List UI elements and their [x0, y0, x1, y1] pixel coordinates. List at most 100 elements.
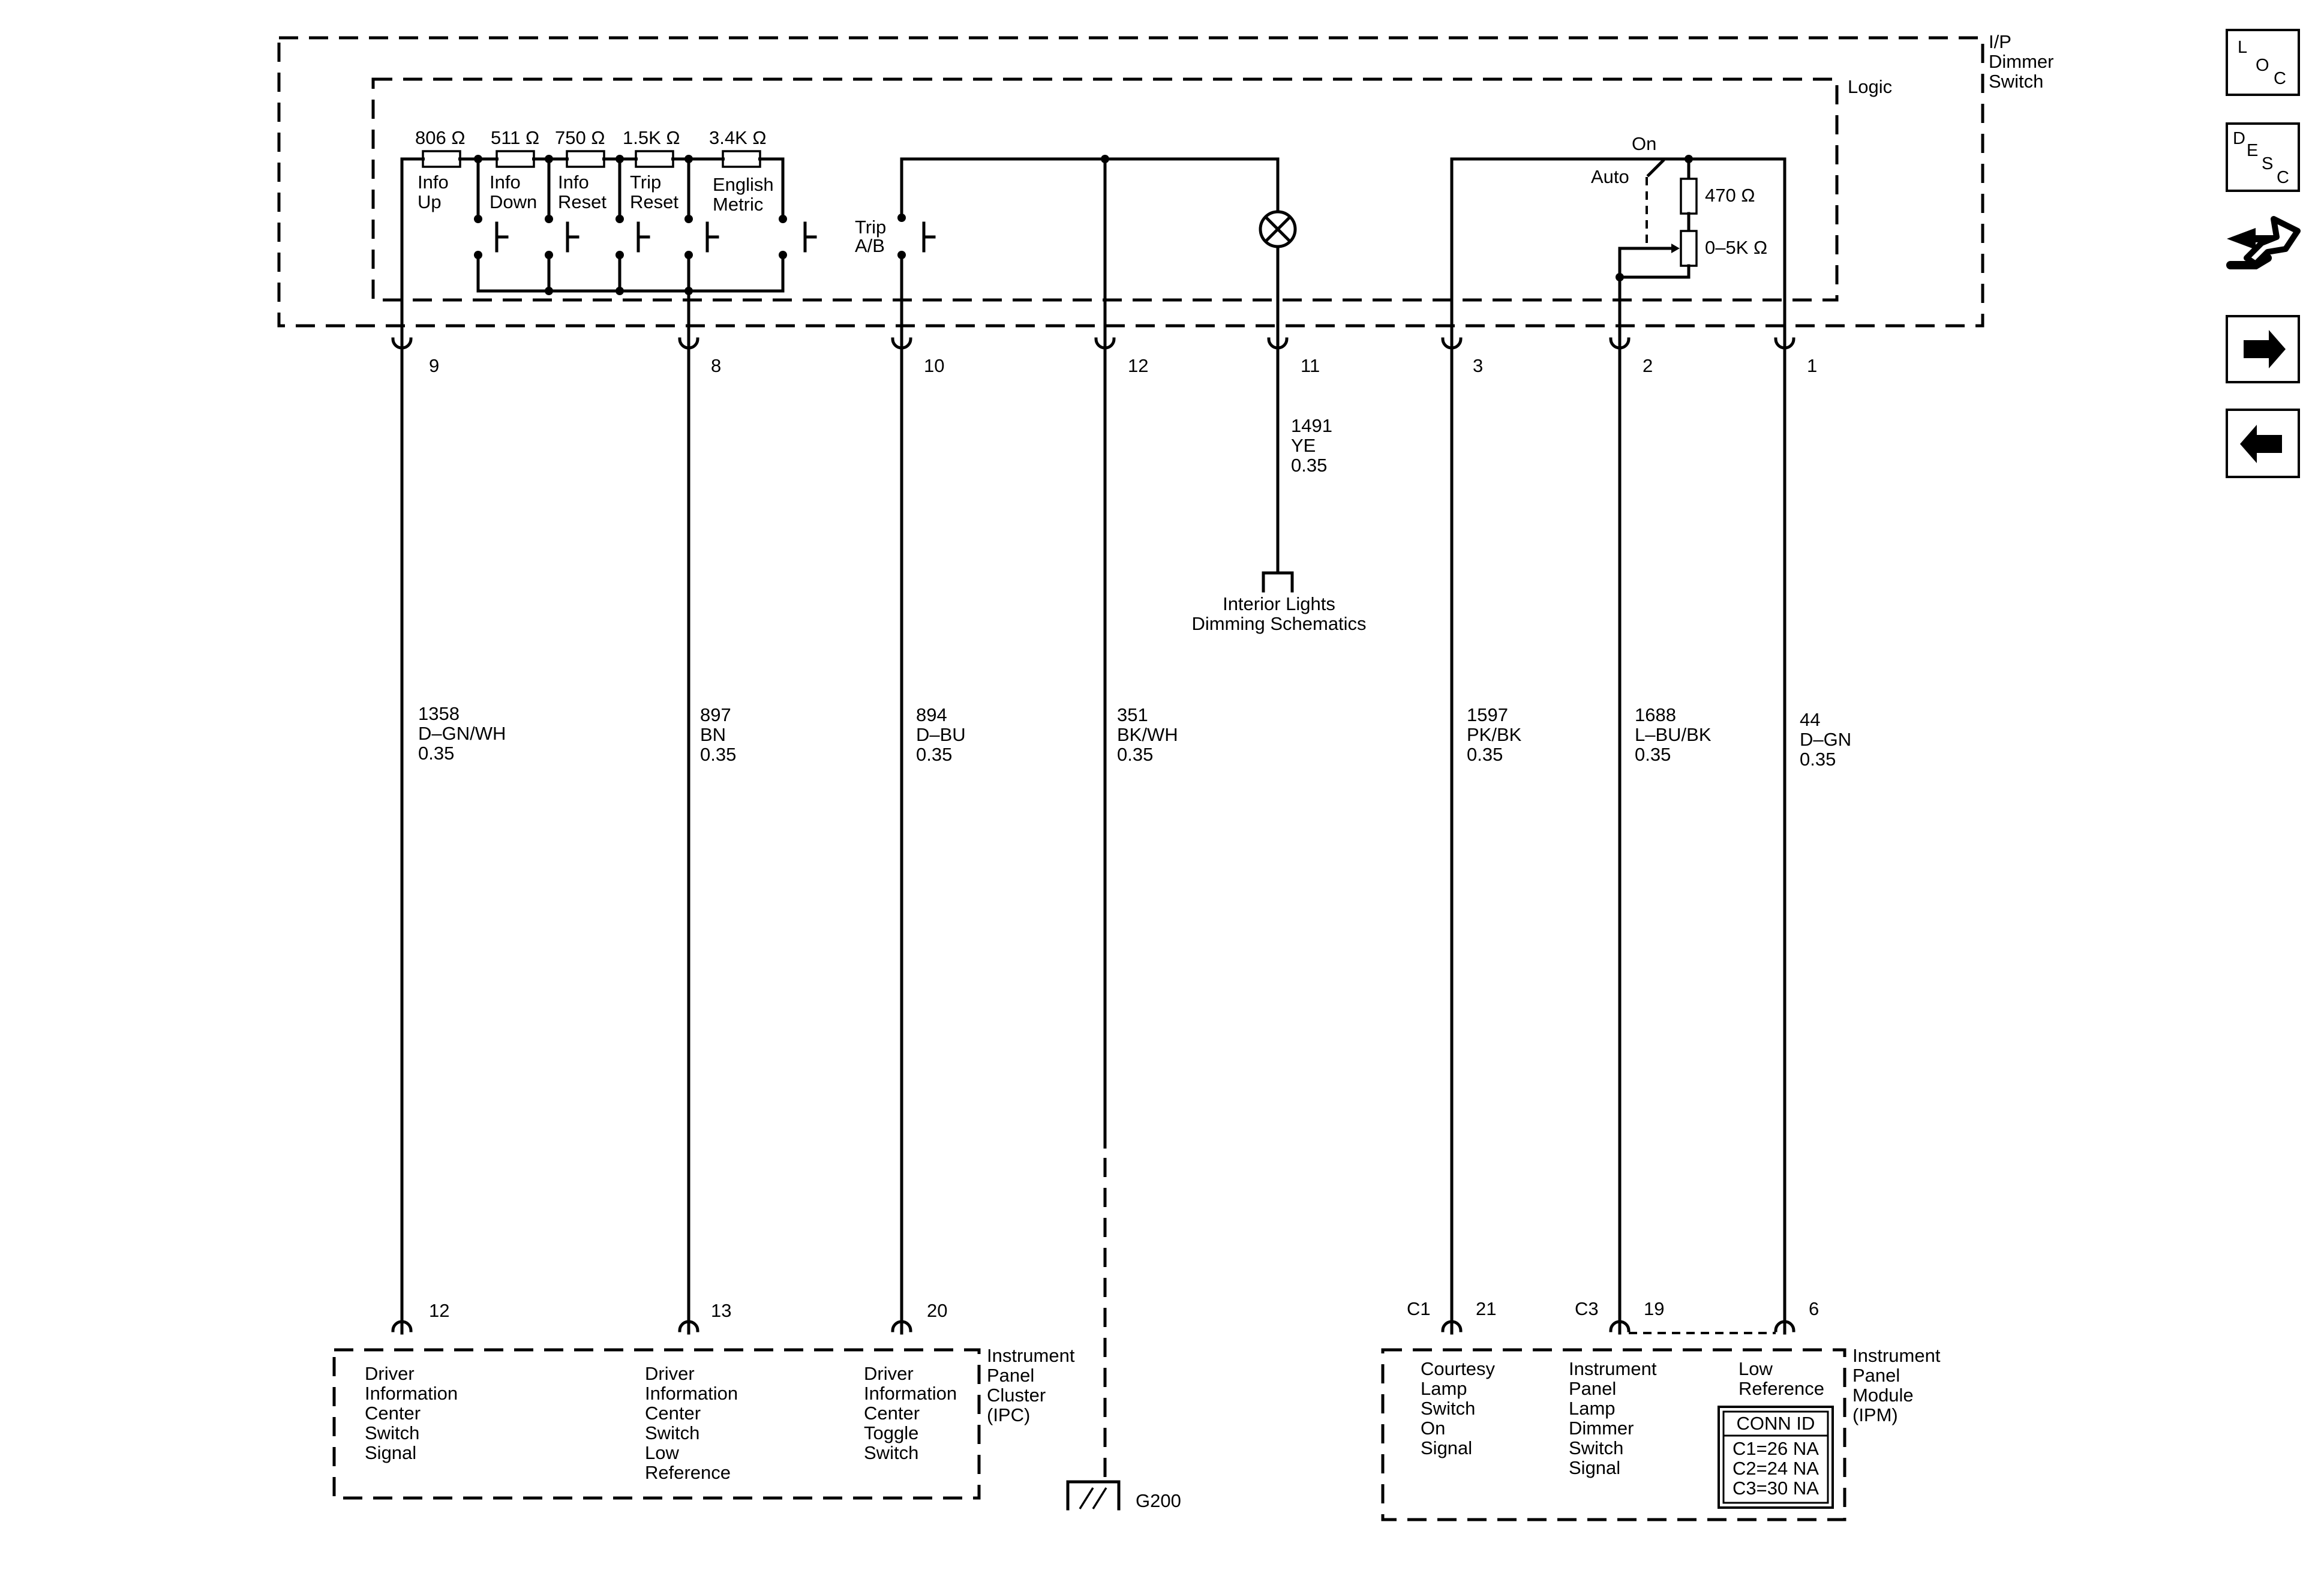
lamp-icon	[1259, 210, 1297, 248]
svg-text:E: E	[2247, 141, 2258, 160]
svg-text:Driver: Driver	[365, 1363, 415, 1384]
wire-color: L–BU/BK	[1635, 724, 1712, 745]
wire-gauge: 0.35	[1635, 744, 1671, 765]
push-switch	[779, 215, 817, 259]
interior-lights-label: Interior Lights	[1223, 593, 1335, 614]
svg-text:O: O	[2256, 56, 2269, 75]
pin-number: 10	[924, 355, 944, 376]
svg-text:Instrument: Instrument	[1569, 1358, 1657, 1379]
pin-number: 12	[1128, 355, 1148, 376]
svg-text:Information: Information	[365, 1383, 458, 1404]
resistor-value: 750 Ω	[555, 127, 605, 148]
svg-text:L: L	[2238, 38, 2247, 57]
resistor-value: 1.5K Ω	[623, 127, 680, 148]
connector-id: C1	[1407, 1298, 1431, 1319]
ipc-name: (IPC)	[987, 1404, 1030, 1425]
wire-circuit: 1491	[1291, 415, 1332, 436]
dimmer-switch-label-2: Dimmer	[1989, 51, 2054, 72]
switch-label: Trip	[630, 172, 661, 193]
logic-label: Logic	[1848, 76, 1892, 97]
arrow-right-icon[interactable]	[2226, 315, 2300, 383]
wire-color: D–GN	[1800, 729, 1851, 750]
wire-circuit: 351	[1117, 704, 1148, 725]
pin-number: 21	[1476, 1298, 1496, 1319]
conn-id-row: C2=24 NA	[1733, 1458, 1819, 1479]
on-label: On	[1632, 133, 1656, 154]
push-switch	[684, 215, 719, 259]
pin-number: 6	[1809, 1298, 1819, 1319]
resistor-value: 511 Ω	[491, 127, 539, 148]
svg-text:Reference: Reference	[1739, 1378, 1824, 1399]
svg-text:Lamp: Lamp	[1569, 1398, 1616, 1419]
dimmer-switch-outline	[277, 36, 1984, 328]
switch-label: Metric	[713, 194, 763, 215]
loc-icon[interactable]: L O C	[2226, 29, 2300, 96]
pin-number: 2	[1643, 355, 1653, 376]
wire-color: BK/WH	[1117, 724, 1178, 745]
push-switch	[545, 215, 580, 259]
svg-text:Switch: Switch	[1421, 1398, 1475, 1419]
svg-text:On: On	[1421, 1418, 1445, 1439]
svg-text:D: D	[2233, 129, 2245, 148]
resistor-511	[496, 150, 535, 168]
resistor-1-5k	[635, 150, 674, 168]
wire-circuit: 894	[916, 704, 947, 725]
ipc-signal-text: Driver Information Center Switch Signal	[365, 1363, 458, 1463]
pin-number: 11	[1301, 355, 1320, 376]
wire-color: D–BU	[916, 724, 966, 745]
switch-label: English	[713, 174, 774, 195]
resistor-806	[422, 150, 461, 168]
svg-text:Center: Center	[365, 1403, 421, 1424]
connector-id: C3	[1575, 1298, 1599, 1319]
wire-color: BN	[700, 724, 726, 745]
pin-number: 1	[1807, 355, 1817, 376]
ipm-signal-text: Courtesy Lamp Switch On Signal	[1421, 1358, 1496, 1458]
dimmer-switch-label-3: Switch	[1989, 71, 2043, 92]
svg-text:Signal: Signal	[365, 1442, 416, 1463]
wire-gauge: 0.35	[1291, 455, 1327, 476]
wire-gauge: 0.35	[916, 744, 952, 765]
svg-text:Switch: Switch	[365, 1422, 419, 1443]
dimmer-switch-label-1: I/P	[1989, 31, 2011, 52]
ipm-name: Module	[1852, 1385, 1914, 1406]
svg-text:Center: Center	[645, 1403, 701, 1424]
svg-text:Information: Information	[864, 1383, 957, 1404]
ipm-name: (IPM)	[1852, 1404, 1898, 1425]
svg-text:Signal: Signal	[1421, 1437, 1472, 1458]
pin-number: 13	[711, 1300, 731, 1321]
ground-label: G200	[1136, 1490, 1181, 1511]
svg-text:Switch: Switch	[864, 1442, 918, 1463]
svg-text:Courtesy: Courtesy	[1421, 1358, 1496, 1379]
desc-icon[interactable]: D E S C	[2226, 122, 2300, 192]
switch-label: Info	[490, 172, 521, 193]
interior-lights-label: Dimming Schematics	[1191, 613, 1366, 634]
ipc-signal-text: Driver Information Center Toggle Switch	[864, 1363, 957, 1463]
conn-id-title: CONN ID	[1737, 1413, 1815, 1434]
svg-text:Low: Low	[1739, 1358, 1773, 1379]
svg-text:S: S	[2262, 154, 2273, 173]
svg-text:Low: Low	[645, 1442, 679, 1463]
ipm-name: Instrument	[1852, 1345, 1941, 1366]
svg-text:Switch: Switch	[645, 1422, 699, 1443]
pin-number: 19	[1644, 1298, 1664, 1319]
resistor-470-label: 470 Ω	[1705, 185, 1755, 206]
ipc-signal-text: Driver Information Center Switch Low Ref…	[645, 1363, 738, 1483]
ipm-signal-text: Instrument Panel Lamp Dimmer Switch Sign…	[1569, 1358, 1657, 1478]
wire-gauge: 0.35	[1800, 749, 1836, 770]
switch-label: Reset	[558, 191, 606, 212]
push-switch	[474, 215, 509, 259]
wire-color: YE	[1291, 435, 1316, 456]
switch-label: Up	[418, 191, 442, 212]
ipm-outline	[1381, 1348, 1846, 1521]
resistor-750	[566, 150, 605, 168]
connector-tool-icon[interactable]	[2226, 216, 2301, 269]
svg-text:Switch: Switch	[1569, 1437, 1623, 1458]
switch-label: Down	[490, 191, 537, 212]
wire-gauge: 0.35	[1117, 744, 1153, 765]
wire-gauge: 0.35	[700, 744, 736, 765]
wire-circuit: 1358	[418, 703, 460, 724]
svg-text:Center: Center	[864, 1403, 920, 1424]
arrow-left-icon[interactable]	[2226, 409, 2300, 478]
svg-text:C: C	[2277, 168, 2289, 187]
